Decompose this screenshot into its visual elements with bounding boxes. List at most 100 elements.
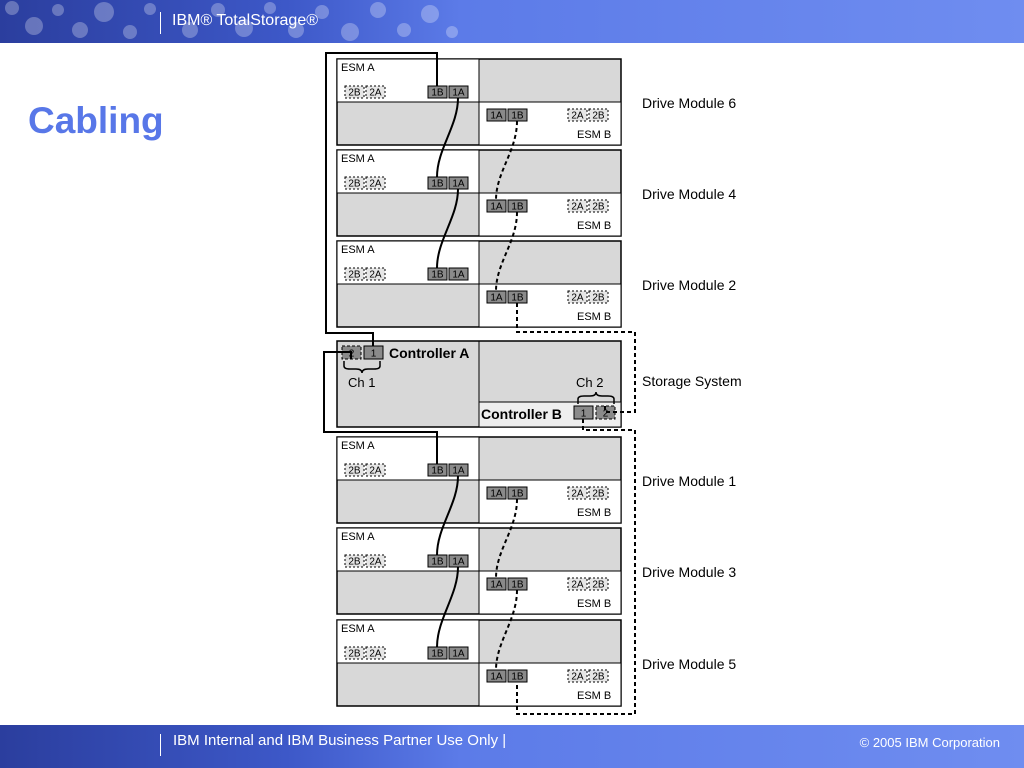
port-b-1a-label: 1A bbox=[490, 672, 503, 683]
controller-a-port-1-label: 1 bbox=[371, 349, 377, 360]
port-a-1b-label: 1B bbox=[431, 270, 444, 281]
port-b-1a bbox=[486, 290, 507, 304]
port-a-1a bbox=[448, 267, 469, 281]
footer-divider bbox=[160, 734, 161, 756]
port-a-2b-label: 2B bbox=[348, 466, 361, 477]
port-b-2a-label: 2A bbox=[571, 672, 584, 683]
cable-esm-a-chain-2 bbox=[436, 475, 459, 556]
port-b-2b-label: 2B bbox=[592, 111, 605, 122]
controller-b-port-1-label: 1 bbox=[581, 409, 587, 420]
port-b-1a bbox=[486, 199, 507, 213]
port-a-2b-label: 2B bbox=[348, 557, 361, 568]
port-b-2a bbox=[567, 290, 588, 304]
port-b-1b-label: 1B bbox=[511, 111, 524, 122]
port-a-2b-label: 2B bbox=[348, 649, 361, 660]
esm-a-label: ESM A bbox=[341, 244, 375, 256]
cable-ctrl-a-to-dm1 bbox=[323, 351, 438, 464]
cables bbox=[323, 52, 636, 715]
port-b-1a bbox=[486, 577, 507, 591]
port-b-2b-label: 2B bbox=[592, 202, 605, 213]
esm-b-label: ESM B bbox=[577, 507, 611, 519]
controller-b-label: Controller B bbox=[481, 406, 562, 422]
port-b-2a bbox=[567, 199, 588, 213]
port-a-2b bbox=[344, 646, 365, 660]
port-a-2a bbox=[365, 267, 386, 281]
header-divider bbox=[160, 12, 161, 34]
port-a-2a bbox=[365, 176, 386, 190]
header-dot-pattern bbox=[5, 1, 458, 41]
cable-ctrl-b-to-dm5 bbox=[516, 419, 636, 715]
port-b-2a bbox=[567, 577, 588, 591]
port-a-2a bbox=[365, 463, 386, 477]
port-a-1b-label: 1B bbox=[431, 649, 444, 660]
drive-module-label: Drive Module 6 bbox=[642, 95, 736, 111]
footer-copyright: © 2005 IBM Corporation bbox=[859, 735, 1000, 750]
drive-module-label: Drive Module 1 bbox=[642, 473, 736, 489]
port-a-2a bbox=[365, 554, 386, 568]
port-a-2b bbox=[344, 554, 365, 568]
port-a-1b-label: 1B bbox=[431, 466, 444, 477]
port-b-2b bbox=[588, 486, 609, 500]
cable-ctrl-b-to-dm2 bbox=[516, 302, 636, 413]
port-b-2a-label: 2A bbox=[571, 580, 584, 591]
port-a-2a-label: 2A bbox=[369, 466, 382, 477]
controller-a-label: Controller A bbox=[389, 345, 469, 361]
esm-a-label: ESM A bbox=[341, 440, 375, 452]
ch1-label: Ch 1 bbox=[348, 375, 375, 390]
port-b-2b bbox=[588, 199, 609, 213]
port-b-2b-label: 2B bbox=[592, 672, 605, 683]
esm-a-label: ESM A bbox=[341, 623, 375, 635]
page-title: Cabling bbox=[28, 100, 164, 141]
cable-ctrl-a-to-dm6 bbox=[325, 52, 438, 346]
port-a-1b-label: 1B bbox=[431, 557, 444, 568]
port-b-2b-label: 2B bbox=[592, 580, 605, 591]
port-b-1a bbox=[486, 108, 507, 122]
controller-b-port-2-label: 2 bbox=[603, 409, 609, 420]
port-a-2b-label: 2B bbox=[348, 179, 361, 190]
port-a-1a-label: 1A bbox=[452, 88, 465, 99]
footer-confidentiality: IBM Internal and IBM Business Partner Us… bbox=[173, 732, 507, 749]
storage-system: 2 1 Controller A Ch 1 Ch 2 Controller B … bbox=[336, 340, 742, 428]
port-b-1a bbox=[486, 486, 507, 500]
esm-b-label: ESM B bbox=[577, 311, 611, 323]
esm-b-label: ESM B bbox=[577, 129, 611, 141]
drive-module-label: Drive Module 5 bbox=[642, 656, 736, 672]
drive-module-label: Drive Module 3 bbox=[642, 564, 736, 580]
esm-b-label: ESM B bbox=[577, 690, 611, 702]
storage-system-label: Storage System bbox=[642, 373, 742, 389]
port-a-1a bbox=[448, 646, 469, 660]
esm-b-label: ESM B bbox=[577, 598, 611, 610]
port-a-2a-label: 2A bbox=[369, 88, 382, 99]
cable-esm-b-chain-3 bbox=[495, 589, 518, 671]
port-b-2b bbox=[588, 669, 609, 683]
esm-a-label: ESM A bbox=[341, 531, 375, 543]
port-b-1a-label: 1A bbox=[490, 111, 503, 122]
header-bar: IBM® TotalStorage® bbox=[0, 0, 1024, 43]
ch1-bracket bbox=[343, 361, 381, 374]
port-a-2a-label: 2A bbox=[369, 557, 382, 568]
port-b-1a-label: 1A bbox=[490, 293, 503, 304]
port-a-1b-label: 1B bbox=[431, 179, 444, 190]
cable-esm-a-chain-1 bbox=[436, 188, 459, 269]
cable-esm-a-chain-0 bbox=[436, 97, 459, 178]
port-a-2b bbox=[344, 267, 365, 281]
header-brand: IBM® TotalStorage® bbox=[172, 12, 319, 29]
esm-b-label: ESM B bbox=[577, 220, 611, 232]
cable-esm-a-chain-3 bbox=[436, 566, 459, 648]
port-b-2a-label: 2A bbox=[571, 489, 584, 500]
port-a-2a-label: 2A bbox=[369, 270, 382, 281]
port-a-2a-label: 2A bbox=[369, 179, 382, 190]
cable-esm-b-chain-2 bbox=[495, 498, 518, 579]
port-a-2b bbox=[344, 176, 365, 190]
port-b-1b-label: 1B bbox=[511, 293, 524, 304]
port-b-2a-label: 2A bbox=[571, 111, 584, 122]
ch2-label: Ch 2 bbox=[576, 375, 603, 390]
port-b-2b bbox=[588, 577, 609, 591]
